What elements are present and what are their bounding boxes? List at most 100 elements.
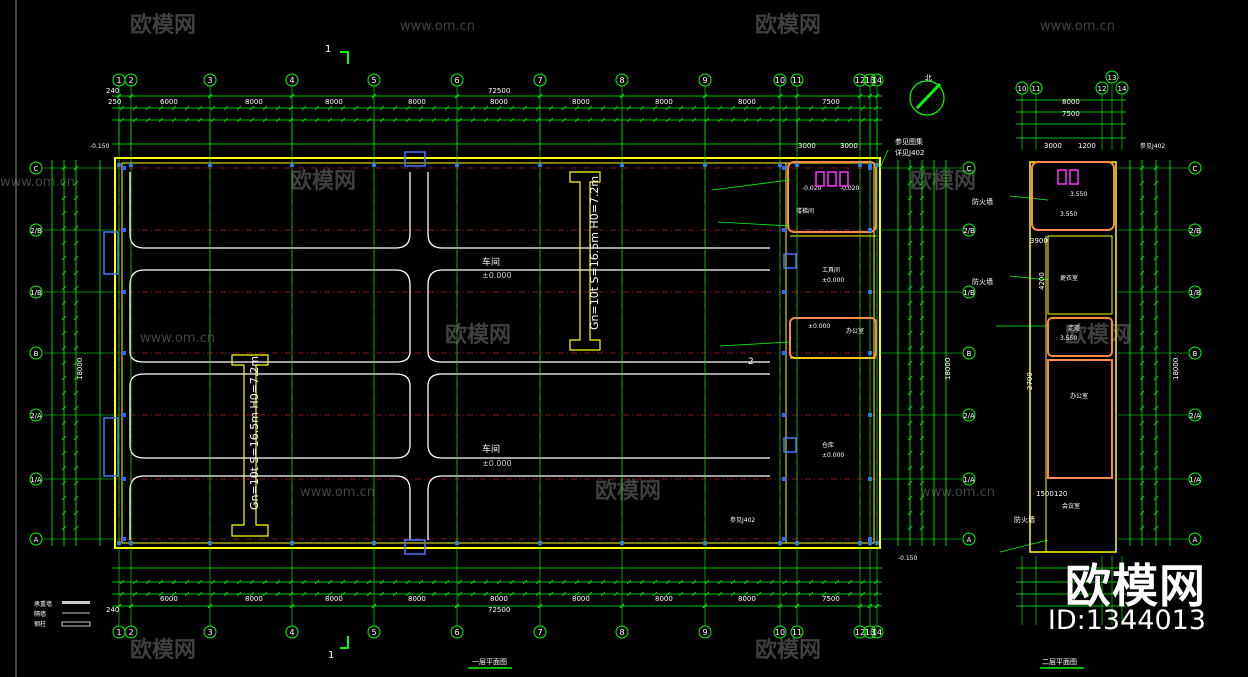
dimension-tick: [470, 117, 476, 123]
dim-side: 3000: [1044, 142, 1062, 150]
column-mark: [122, 413, 126, 417]
dimension-tick: [652, 579, 658, 585]
watermark-site: www.om.cn: [0, 175, 75, 190]
watermark-site: www.om.cn: [920, 485, 995, 500]
axis-label: 4: [289, 628, 294, 637]
dimension-tick: [537, 93, 543, 99]
dim-bay: 8000: [325, 595, 343, 603]
dimension-tick: [665, 117, 671, 123]
dimension-tick: [158, 579, 164, 585]
dimension-tick: [1139, 270, 1145, 276]
dimension-tick: [353, 591, 359, 597]
dimension-tick: [919, 255, 925, 261]
dimension-tick: [444, 105, 450, 111]
dimension-tick: [600, 591, 606, 597]
dimension-tick: [919, 510, 925, 516]
axis-label: 2/B: [1189, 227, 1201, 235]
dimension-tick: [1153, 270, 1159, 276]
dimension-tick: [907, 240, 913, 246]
dimension-tick: [353, 117, 359, 123]
dim-edge: 250: [108, 98, 121, 106]
dimension-tick: [379, 105, 385, 111]
note-label: 参见J402: [730, 516, 755, 524]
dimension-tick: [431, 579, 437, 585]
dimension-tick: [777, 93, 783, 99]
dimension-tick: [73, 360, 79, 366]
dimension-tick: [769, 591, 775, 597]
axis-bubble: [962, 532, 976, 546]
dimension-tick: [289, 603, 295, 609]
dimension-tick: [509, 117, 515, 123]
dimension-tick: [919, 375, 925, 381]
dimension-tick: [907, 405, 913, 411]
dimension-tick: [704, 105, 710, 111]
dimension-tick: [73, 300, 79, 306]
axis-bubble: [962, 472, 976, 486]
dimension-tick: [1153, 360, 1159, 366]
dimension-tick: [73, 345, 79, 351]
side-room: [1047, 235, 1113, 315]
dimension-tick: [275, 117, 281, 123]
dimension-tick: [907, 360, 913, 366]
dimension-tick: [873, 117, 879, 123]
dimension-tick: [535, 579, 541, 585]
dimension-tick: [1139, 180, 1145, 186]
north-label: 北: [925, 74, 932, 82]
dimension-tick: [210, 579, 216, 585]
dimension-tick: [184, 591, 190, 597]
dimension-tick: [867, 93, 873, 99]
dimension-tick: [1139, 480, 1145, 486]
dimension-tick: [1153, 330, 1159, 336]
dimension-tick: [275, 105, 281, 111]
axis-label: B: [1193, 350, 1198, 358]
watermark-logo: 欧模网: [130, 637, 196, 663]
dimension-tick: [314, 579, 320, 585]
dimension-tick: [392, 105, 398, 111]
dimension-tick: [223, 579, 229, 585]
dimension-tick: [73, 285, 79, 291]
axis-label: 1: [116, 628, 121, 637]
dimension-tick: [145, 117, 151, 123]
axis-label: C: [1193, 165, 1198, 173]
column-mark: [782, 477, 786, 481]
leader-line: [717, 221, 791, 227]
dimension-tick: [327, 579, 333, 585]
dimension-tick: [857, 603, 863, 609]
firewall-label: 防火墙: [972, 277, 993, 286]
dimension-tick: [483, 591, 489, 597]
axis-label: 1/A: [1189, 476, 1201, 484]
dimension-tick: [73, 420, 79, 426]
dimension-tick: [730, 591, 736, 597]
dimension-tick: [574, 591, 580, 597]
axis-label: 11: [1032, 85, 1041, 93]
dimension-tick: [61, 450, 67, 456]
dimension-tick: [1139, 435, 1145, 441]
dimension-tick: [1153, 495, 1159, 501]
dimension-tick: [1153, 420, 1159, 426]
dimension-tick: [184, 117, 190, 123]
dimension-tick: [61, 285, 67, 291]
dimension-tick: [795, 117, 801, 123]
dim-bay: 8000: [490, 595, 508, 603]
dimension-tick: [919, 420, 925, 426]
dim-bay: 8000: [738, 595, 756, 603]
wc-fixtures: [815, 171, 849, 187]
dimension-tick: [61, 240, 67, 246]
axis-bubble: [29, 346, 43, 360]
dimension-tick: [73, 510, 79, 516]
room-elev: ±0.000: [822, 452, 844, 459]
steel-columns: [117, 163, 879, 545]
axis-bubble: [962, 408, 976, 422]
watermark-logo: 欧模网: [1065, 322, 1131, 348]
drawing-title: 一层平面图: [472, 658, 507, 666]
dimension-tick: [777, 603, 783, 609]
dimension-tick: [907, 285, 913, 291]
dim-side: 120: [1054, 490, 1067, 498]
room-wc: [787, 161, 877, 233]
dimension-tick: [340, 105, 346, 111]
axis-bubble: [29, 161, 43, 175]
dimension-tick: [639, 105, 645, 111]
dim-height: 18000: [76, 358, 84, 380]
dimension-tick: [457, 591, 463, 597]
